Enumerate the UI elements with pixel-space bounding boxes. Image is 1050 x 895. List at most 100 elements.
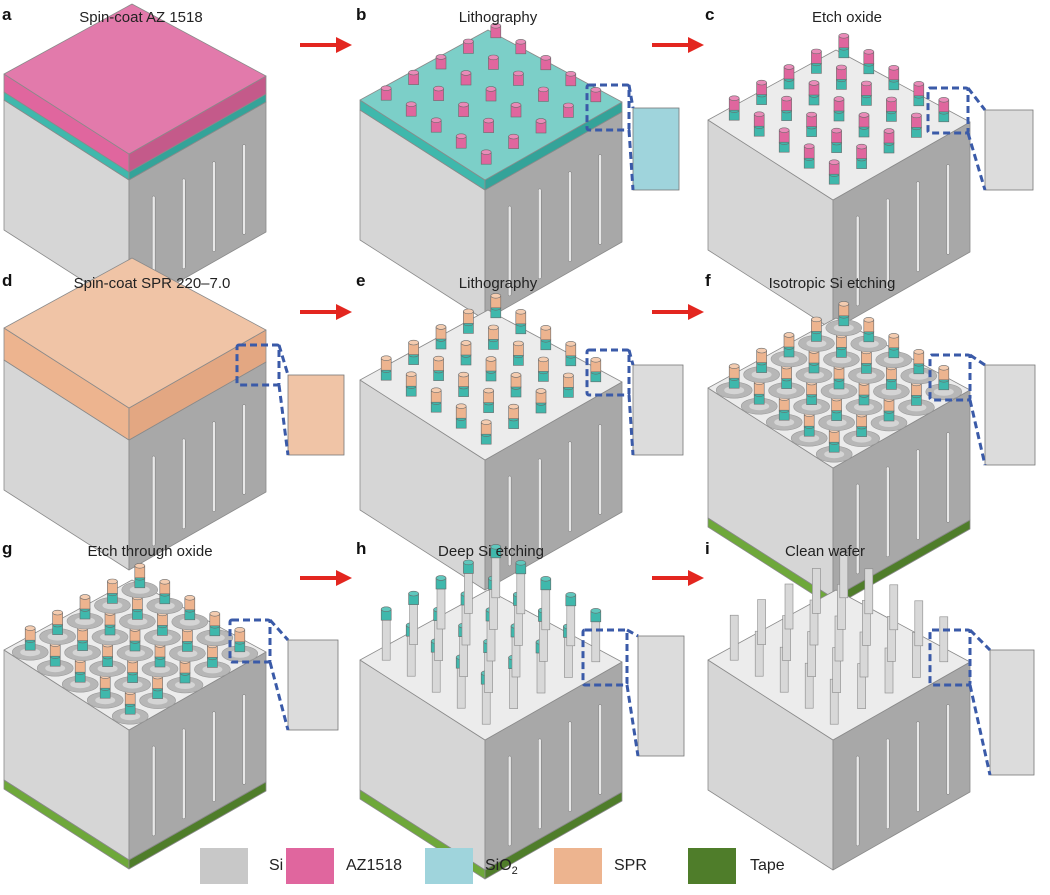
pillar-cap-top bbox=[435, 54, 447, 60]
si-pillar-stem bbox=[436, 588, 446, 630]
trench-slot bbox=[886, 198, 890, 290]
pillar-cap-top bbox=[828, 159, 840, 165]
block-h bbox=[359, 544, 623, 880]
layer-top bbox=[3, 257, 267, 409]
si-pillar-stem bbox=[541, 589, 551, 631]
si-pillar-stem bbox=[491, 557, 501, 599]
panel-title-e: Lithography bbox=[458, 275, 538, 292]
pillar-cap-top bbox=[811, 48, 822, 55]
trench-slot bbox=[598, 424, 602, 515]
trench-slot bbox=[598, 154, 602, 245]
panel-label-i: i bbox=[705, 539, 710, 558]
zoom-line bbox=[968, 684, 992, 776]
si-pillar-stem bbox=[889, 584, 899, 631]
legend-label-sio2: SiO2 bbox=[485, 858, 518, 877]
block-f bbox=[707, 301, 971, 608]
pillar-cap-top bbox=[756, 347, 767, 354]
zoom-line bbox=[277, 344, 290, 376]
si-pillar-stem bbox=[757, 599, 766, 645]
pillar-cap-top bbox=[811, 316, 822, 323]
zoom-i bbox=[928, 628, 1035, 776]
pillar-cap-top bbox=[756, 79, 767, 86]
pillar-cap-top bbox=[535, 118, 547, 124]
block-b bbox=[359, 23, 623, 321]
trench-slot bbox=[507, 205, 512, 297]
pillar-cap-top bbox=[134, 563, 146, 569]
arrow-g-h bbox=[300, 570, 352, 586]
pillar-cap-top bbox=[803, 143, 815, 149]
pillar-cap-top bbox=[861, 80, 872, 87]
panel-label-e: e bbox=[356, 271, 366, 290]
pillar-cap-top bbox=[52, 609, 63, 616]
zoom-line bbox=[268, 661, 290, 731]
pillar-cap-top bbox=[863, 317, 875, 323]
arrow-head bbox=[336, 37, 352, 53]
zoom-line bbox=[968, 399, 987, 466]
panel-label-g: g bbox=[2, 539, 13, 558]
panel-label-c: c bbox=[705, 5, 715, 24]
zoom-line bbox=[277, 384, 290, 456]
block-d bbox=[3, 257, 267, 571]
zoom-inset bbox=[984, 364, 1036, 466]
pillar-cap-top bbox=[455, 403, 467, 409]
pillar-cap-top bbox=[540, 55, 552, 61]
pillar-cap-top bbox=[460, 340, 472, 346]
pillar-cap-top bbox=[380, 606, 392, 612]
pillar-cap-top bbox=[806, 111, 817, 118]
pillar-cap-top bbox=[430, 117, 442, 123]
pillar-cap-top bbox=[508, 133, 519, 140]
zoom-inset bbox=[287, 374, 345, 456]
pillar-cap-top bbox=[808, 80, 820, 86]
pillar-cap-top bbox=[209, 611, 221, 617]
si-pillar-stem bbox=[784, 583, 794, 630]
pillar-cap-top bbox=[435, 575, 447, 581]
arrow-head bbox=[336, 304, 352, 320]
panel-label-d: d bbox=[2, 271, 13, 290]
trench-slot bbox=[182, 438, 186, 530]
pillar-cap-top bbox=[836, 64, 847, 71]
legend-label-tape: Tape bbox=[750, 857, 785, 874]
panel-title-d: Spin-coat SPR 220–7.0 bbox=[73, 275, 231, 292]
si-pillar-stem bbox=[729, 614, 739, 661]
zoom-box bbox=[581, 628, 629, 687]
pillar-cap-top bbox=[590, 608, 602, 614]
pillar-cap-top bbox=[728, 95, 740, 101]
pillar-cap-top bbox=[159, 579, 171, 585]
zoom-d bbox=[235, 343, 345, 456]
pillar-cap-top bbox=[458, 371, 469, 378]
zoom-box bbox=[928, 628, 972, 687]
zoom-inset bbox=[632, 107, 680, 191]
trench-slot bbox=[242, 404, 246, 495]
legend-label-az1518: AZ1518 bbox=[346, 857, 403, 874]
si-pillar-stem bbox=[812, 568, 821, 614]
legend-swatch-si bbox=[200, 848, 248, 884]
si-pillar-stem bbox=[914, 600, 924, 647]
pillar-cap-top bbox=[380, 355, 392, 361]
panel-title-g: Etch through oxide bbox=[87, 543, 213, 560]
trench-slot bbox=[538, 458, 542, 550]
pillar-cap-top bbox=[538, 356, 549, 363]
trench-slot bbox=[946, 164, 950, 255]
trench-slot bbox=[568, 441, 572, 532]
pillar-cap-top bbox=[540, 576, 552, 582]
zoom-box bbox=[928, 353, 972, 402]
pillar-cap-top bbox=[488, 54, 499, 61]
pillar-cap-top bbox=[463, 559, 474, 566]
zoom-line bbox=[627, 129, 635, 191]
zoom-g bbox=[228, 618, 339, 731]
zoom-box bbox=[585, 348, 631, 397]
trench-slot bbox=[242, 694, 246, 785]
pillar-cap-top bbox=[79, 594, 91, 600]
trench-slot bbox=[946, 704, 950, 795]
pillar-cap-top bbox=[380, 85, 392, 91]
si-pillar-stem bbox=[566, 605, 576, 647]
pillar-cap-top bbox=[565, 71, 577, 77]
pillar-cap-top bbox=[433, 85, 444, 92]
zoom-box bbox=[926, 86, 970, 135]
legend-swatch-spr bbox=[554, 848, 602, 884]
pillar-cap-top bbox=[463, 308, 474, 315]
trench-slot bbox=[538, 188, 542, 280]
trench-slot bbox=[916, 721, 920, 812]
trench-slot bbox=[507, 755, 512, 847]
pillar-cap-top bbox=[778, 127, 790, 133]
